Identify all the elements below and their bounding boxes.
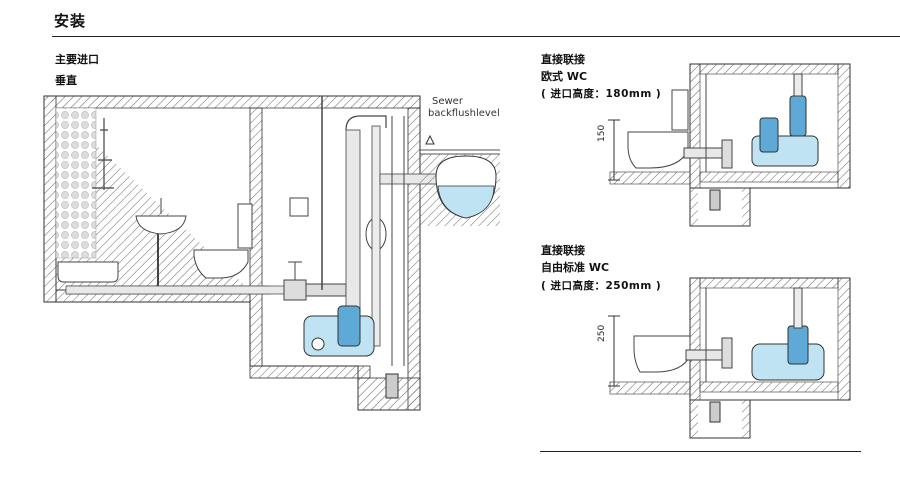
br-inlet-height: ( 进口高度：250mm ) — [541, 280, 662, 292]
tr-dimension-label: 150 — [597, 125, 607, 142]
br-subheading: 自由标准 WC — [541, 261, 610, 274]
tr-subheading: 欧式 WC — [541, 70, 588, 83]
backflush-label: backflushlevel — [428, 108, 500, 119]
title-divider — [52, 36, 900, 37]
sewer-label: Sewer — [432, 96, 464, 107]
tr-heading: 直接联接 — [541, 53, 585, 66]
tr-inlet-height: ( 进口高度：180mm ) — [541, 88, 662, 100]
left-subheading: 垂直 — [55, 74, 77, 87]
free-standing-wc-diagram: 250 — [597, 277, 851, 439]
section-title: 安装 — [54, 12, 87, 30]
main-installation-diagram: Sewer backflushlevel — [43, 95, 500, 411]
br-dimension-label: 250 — [597, 325, 607, 342]
bottom-divider — [540, 451, 861, 452]
left-heading: 主要进口 — [55, 53, 99, 66]
br-heading: 直接联接 — [541, 244, 585, 257]
euro-wc-diagram: 150 — [597, 63, 851, 227]
